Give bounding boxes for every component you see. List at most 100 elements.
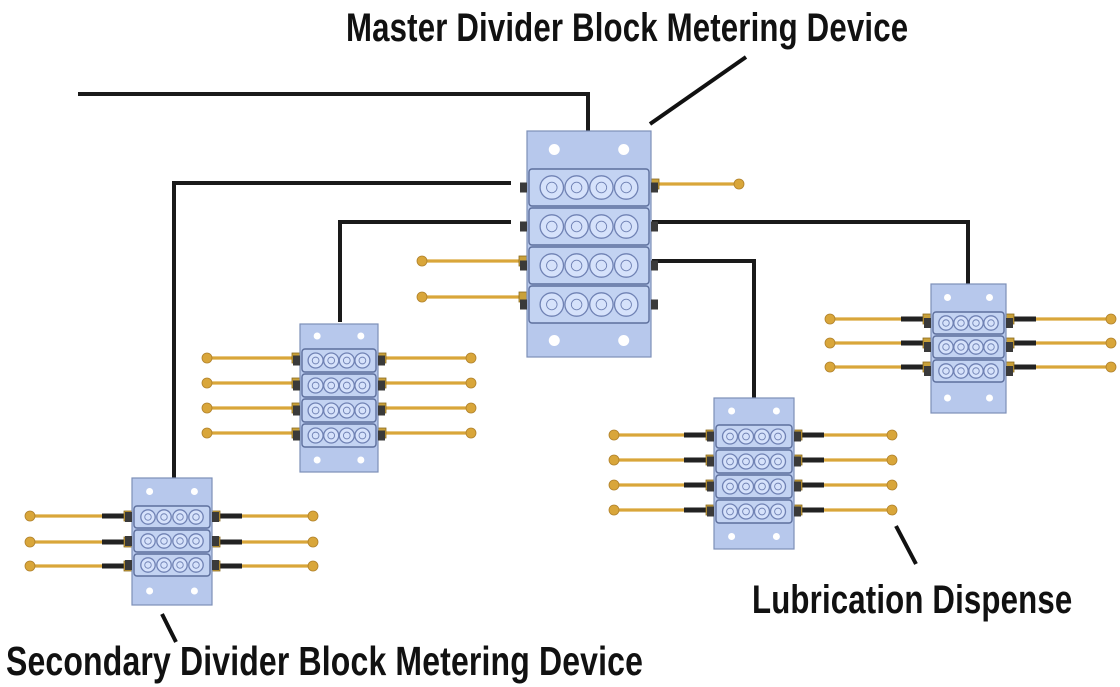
mount-hole xyxy=(618,144,630,155)
piston-port-inner xyxy=(742,457,750,466)
piston-port xyxy=(953,363,969,379)
side-fitting xyxy=(707,506,714,517)
piston-port-inner xyxy=(342,406,351,415)
piston-port xyxy=(354,352,371,369)
feed-endpoint xyxy=(608,504,620,516)
piston-port xyxy=(354,377,371,394)
piston-port xyxy=(983,315,999,331)
feed-endpoint xyxy=(416,291,428,303)
piston-port-inner xyxy=(160,537,168,545)
secondary-divider-label: Secondary Divider Block Metering Device xyxy=(6,638,644,684)
piston-port-inner xyxy=(192,561,200,569)
piston-port-inner xyxy=(144,513,152,521)
feed-line xyxy=(1005,313,1117,325)
mount-hole xyxy=(772,533,780,540)
piston-port-inner xyxy=(342,356,351,365)
piston-port xyxy=(539,175,565,200)
secondary-block-left-middle xyxy=(293,323,385,473)
piston-port xyxy=(307,377,324,394)
main-line xyxy=(78,92,590,131)
divider-blocks xyxy=(125,130,1013,606)
piston-port xyxy=(564,292,589,317)
feed-line xyxy=(824,313,932,325)
piston-port xyxy=(953,339,969,355)
feed-endpoint xyxy=(465,427,477,439)
feed-endpoint xyxy=(886,504,898,516)
piston-port-inner xyxy=(358,356,367,365)
piston-port-inner xyxy=(570,298,583,311)
piston-port xyxy=(172,557,188,573)
feed-line xyxy=(793,429,898,441)
piston-port xyxy=(753,478,771,495)
piston-port-inner xyxy=(595,298,608,311)
piston-port xyxy=(589,175,614,200)
main-line xyxy=(172,181,511,478)
side-fitting xyxy=(293,430,300,441)
piston-port-inner xyxy=(758,507,766,516)
piston-port-inner xyxy=(160,513,168,521)
piston-port-inner xyxy=(570,181,583,194)
side-fitting xyxy=(707,456,714,467)
piston-port xyxy=(613,253,639,278)
side-fitting xyxy=(1006,342,1013,352)
feed-endpoint xyxy=(733,178,745,190)
feed-endpoint xyxy=(24,560,36,572)
feed-line xyxy=(24,560,133,572)
side-fitting xyxy=(707,431,714,442)
feed-endpoint xyxy=(1105,337,1117,349)
piston-port-inner xyxy=(570,259,583,272)
feed-line xyxy=(377,402,477,414)
piston-port-inner xyxy=(758,457,766,466)
piston-port-inner xyxy=(758,432,766,441)
piston-port-inner xyxy=(311,356,320,365)
feed-line xyxy=(201,352,301,364)
block-body xyxy=(299,323,379,473)
side-fitting xyxy=(378,355,385,366)
piston-port-inner xyxy=(774,432,782,441)
feed-line xyxy=(377,377,477,389)
side-fitting xyxy=(378,405,385,416)
piston-port-inner xyxy=(311,381,320,390)
piston-port xyxy=(953,315,969,331)
mount-hole xyxy=(986,294,993,301)
piston-port xyxy=(323,402,340,419)
piston-port-inner xyxy=(758,482,766,491)
piston-port xyxy=(539,253,565,278)
feed-line xyxy=(793,504,898,516)
piston-port xyxy=(188,557,204,573)
piston-port-inner xyxy=(342,431,351,440)
feed-line xyxy=(416,291,528,303)
piston-port-inner xyxy=(595,181,608,194)
feed-endpoint xyxy=(824,337,836,349)
piston-port xyxy=(323,377,340,394)
side-fitting xyxy=(794,431,801,442)
piston-port xyxy=(968,339,984,355)
piston-port xyxy=(721,503,739,520)
side-fitting xyxy=(520,299,527,310)
mount-hole xyxy=(190,587,198,595)
piston-port xyxy=(140,557,156,573)
piston-port xyxy=(564,253,589,278)
piston-port xyxy=(589,214,614,239)
piston-port xyxy=(564,214,589,239)
feed-lines xyxy=(24,178,1117,572)
main-line xyxy=(652,220,970,284)
piston-port-inner xyxy=(176,561,184,569)
side-fitting xyxy=(794,481,801,492)
piston-port xyxy=(721,453,739,470)
piston-port xyxy=(737,478,755,495)
main-line xyxy=(652,259,756,398)
mount-hole xyxy=(986,394,993,402)
side-fitting xyxy=(707,481,714,492)
piston-port xyxy=(338,352,355,369)
side-fitting xyxy=(794,456,801,467)
lubrication-leader xyxy=(894,525,918,565)
piston-port xyxy=(938,315,954,331)
piston-port xyxy=(938,339,954,355)
piston-port-inner xyxy=(595,220,608,233)
lubrication-dispense-label: Lubrication Dispense xyxy=(752,578,1073,622)
mount-hole xyxy=(944,294,951,301)
mount-hole xyxy=(548,144,560,155)
piston-port xyxy=(769,428,787,445)
piston-port-inner xyxy=(620,259,632,272)
